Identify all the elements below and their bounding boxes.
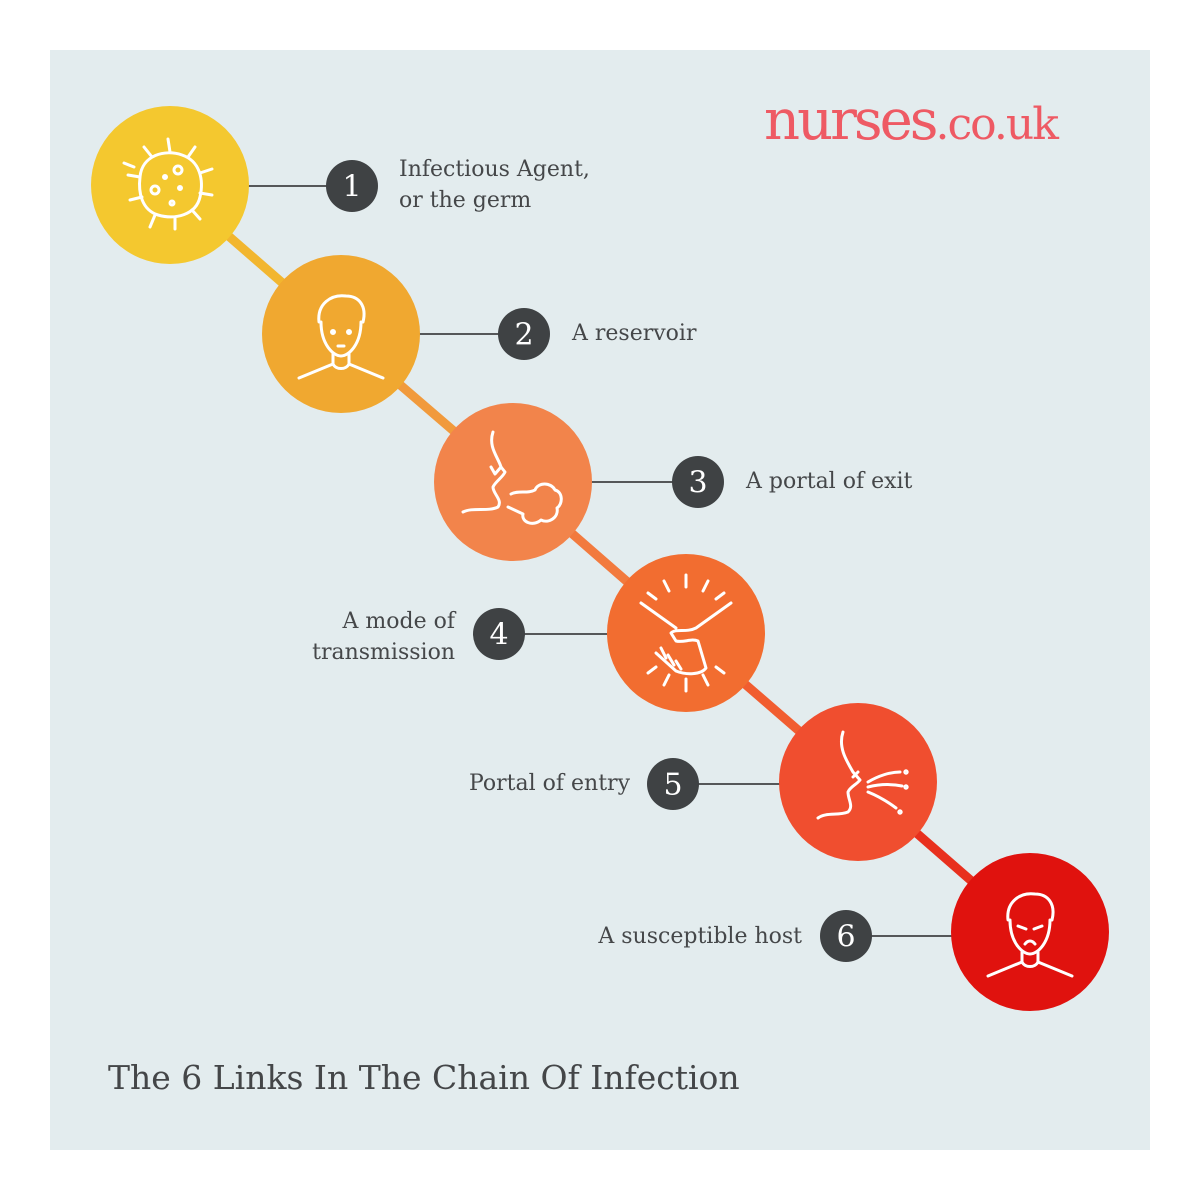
link-3-circle bbox=[434, 403, 592, 561]
link-4-label: A mode of transmission bbox=[312, 606, 455, 668]
inhale-icon bbox=[816, 730, 909, 820]
label-line: or the germ bbox=[399, 188, 532, 213]
logo-tld-text: .co.uk bbox=[935, 99, 1059, 150]
link-5-badge: 5 bbox=[647, 758, 699, 810]
link-4-circle bbox=[607, 554, 765, 712]
svg-text:1: 1 bbox=[342, 170, 361, 205]
svg-text:2: 2 bbox=[514, 318, 533, 353]
link-5-label: Portal of entry bbox=[468, 771, 630, 796]
svg-text:6: 6 bbox=[836, 920, 855, 955]
person-icon bbox=[297, 294, 385, 380]
link-2-circle bbox=[262, 255, 420, 413]
svg-text:3: 3 bbox=[688, 466, 707, 501]
label-line: transmission bbox=[312, 640, 455, 665]
link-1-circle bbox=[91, 106, 249, 264]
link-3-badge: 3 bbox=[672, 456, 724, 508]
link-6-label: A susceptible host bbox=[598, 924, 802, 949]
label-line: Infectious Agent, bbox=[399, 157, 590, 182]
link-1-label: Infectious Agent, or the germ bbox=[399, 154, 590, 216]
sick-person-icon bbox=[986, 892, 1074, 978]
link-6-circle bbox=[951, 853, 1109, 1011]
svg-text:4: 4 bbox=[489, 618, 508, 653]
germ-icon bbox=[122, 137, 214, 231]
handshake-icon bbox=[639, 573, 733, 693]
cough-icon bbox=[461, 430, 563, 525]
link-1-badge: 1 bbox=[326, 160, 378, 212]
svg-text:5: 5 bbox=[663, 768, 682, 803]
link-6-badge: 6 bbox=[820, 910, 872, 962]
label-line: A mode of bbox=[342, 609, 455, 634]
logo-main-text: nurses bbox=[764, 88, 939, 153]
link-3-label: A portal of exit bbox=[746, 469, 913, 494]
page-title: The 6 Links In The Chain Of Infection bbox=[108, 1058, 740, 1097]
nurses-logo: nurses.co.uk bbox=[764, 88, 1059, 153]
link-4-badge: 4 bbox=[473, 608, 525, 660]
link-2-label: A reservoir bbox=[572, 321, 697, 346]
link-2-badge: 2 bbox=[498, 308, 550, 360]
